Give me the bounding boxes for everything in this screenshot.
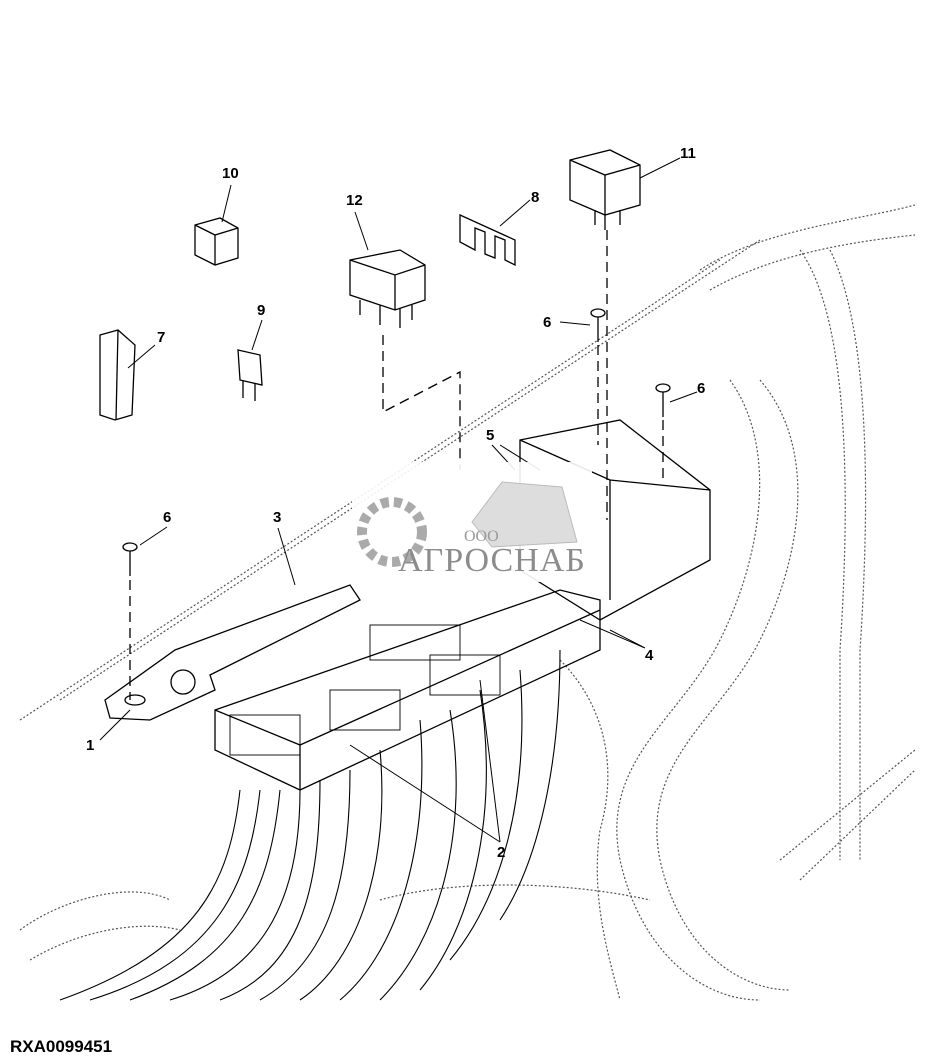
watermark-logo: ООО АГРОСНАБ <box>352 462 592 582</box>
assembly-lines <box>129 230 664 700</box>
callout-9: 9 <box>257 302 266 319</box>
jumper-8 <box>459 213 516 267</box>
leader-lines <box>99 157 698 843</box>
relay-12 <box>349 249 426 328</box>
callout-6: 6 <box>163 509 172 526</box>
screw <box>590 308 606 342</box>
screw <box>122 542 138 576</box>
callout-6: 6 <box>543 314 552 331</box>
mounting-bracket <box>104 584 361 721</box>
watermark-prefix: ООО <box>464 528 499 545</box>
screw <box>655 383 671 417</box>
fuse-puller-7 <box>99 329 136 421</box>
callout-7: 7 <box>157 329 166 346</box>
watermark-gear-combine-icon <box>357 481 578 567</box>
callout-8: 8 <box>531 189 540 206</box>
watermark-name: АГРОСНАБ <box>398 542 586 579</box>
wire-bundle <box>59 649 561 1001</box>
callout-12: 12 <box>346 192 363 209</box>
callout-3: 3 <box>273 509 282 526</box>
fuse-relay-box <box>214 419 711 791</box>
relay-10 <box>194 217 239 266</box>
callout-1: 1 <box>86 737 95 754</box>
callout-11: 11 <box>680 145 696 162</box>
relay-11 <box>569 149 641 230</box>
callout-4: 4 <box>645 647 654 664</box>
figure-id: RXA0099451 <box>10 1037 113 1056</box>
background-harness <box>19 204 916 1001</box>
fuse-9 <box>237 349 263 401</box>
callout-5: 5 <box>486 427 495 444</box>
callout-6: 6 <box>697 380 706 397</box>
callout-10: 10 <box>222 165 239 182</box>
callout-2: 2 <box>497 844 506 861</box>
